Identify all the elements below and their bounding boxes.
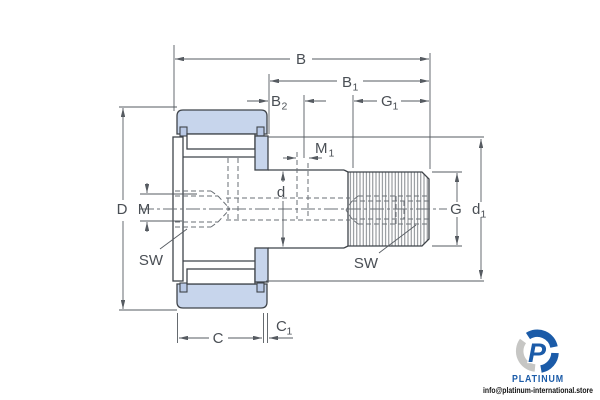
hex-left-chamfer-bottom	[210, 221, 219, 228]
dim-label-G1-sub: 1	[393, 101, 399, 113]
roller-assembly	[172, 109, 269, 309]
dimension-lines	[120, 56, 484, 341]
leader-SW-right	[378, 224, 417, 254]
dim-label-d: d	[277, 184, 285, 201]
needle-rollers-bottom	[186, 268, 256, 285]
seal-bottom-right	[256, 282, 265, 293]
dim-label-B: B	[296, 51, 306, 68]
logo-letter-p: P	[528, 338, 547, 368]
dim-label-D: D	[117, 201, 128, 218]
seal-top-right	[256, 126, 265, 137]
dim-label-SW-left: SW	[139, 252, 164, 269]
dim-label-G: G	[450, 201, 462, 218]
hex-left-cone-top	[217, 195, 231, 210]
stud-collar-bottom	[254, 247, 269, 283]
dim-label-SW-right: SW	[354, 255, 379, 272]
dim-label-B2-sub: 2	[282, 101, 288, 113]
platinum-logo: P PLATINUM info@platinum-international.s…	[483, 329, 593, 395]
logo-swirl-blue-top	[525, 329, 558, 349]
dimension-labels: B B 1 B 2 G 1 M 1 D M d G d 1 C C 1 SW S…	[117, 51, 487, 347]
dim-label-d1-sub: 1	[481, 209, 487, 221]
dim-label-C: C	[213, 330, 224, 347]
outer-ring-bottom	[176, 283, 268, 309]
brand-name: PLATINUM	[512, 374, 564, 385]
seal-top-left	[179, 126, 188, 137]
logo-mark: P	[515, 329, 559, 373]
dim-label-M1-sub: 1	[329, 148, 335, 160]
stud-collar-top	[254, 135, 269, 171]
hex-left-cone-bottom	[217, 208, 231, 223]
thread-runout-bottom	[343, 245, 349, 249]
hex-left-chamfer-top	[210, 190, 219, 197]
logo-swirl-gray	[515, 338, 536, 372]
needle-rollers-top	[186, 133, 256, 150]
hex-right-chamfer-bottom	[351, 218, 359, 225]
dim-label-B2: B	[271, 93, 281, 110]
seal-bottom-left	[179, 282, 188, 293]
dim-label-B1: B	[342, 74, 352, 91]
extension-lines	[119, 45, 484, 343]
hex-right-chamfer-top	[351, 195, 359, 202]
dim-label-G1: G	[381, 93, 393, 110]
dim-label-M: M	[138, 201, 151, 218]
hidden-detail	[175, 152, 429, 228]
hex-right-cone-top	[345, 200, 353, 211]
dim-label-d1: d	[472, 201, 480, 218]
hex-right-cone-bottom	[345, 209, 353, 220]
logo-swirl-blue-bottom	[540, 352, 559, 373]
dim-label-C1-sub: 1	[287, 326, 293, 338]
thread-runout-top	[343, 169, 349, 173]
dim-label-C1: C	[276, 318, 287, 335]
leader-SW-left	[159, 228, 188, 250]
outer-ring-top	[176, 109, 268, 135]
dim-label-B1-sub: 1	[353, 82, 359, 94]
brand-email: info@platinum-international.store	[483, 385, 593, 395]
dim-label-M1: M	[315, 140, 328, 157]
